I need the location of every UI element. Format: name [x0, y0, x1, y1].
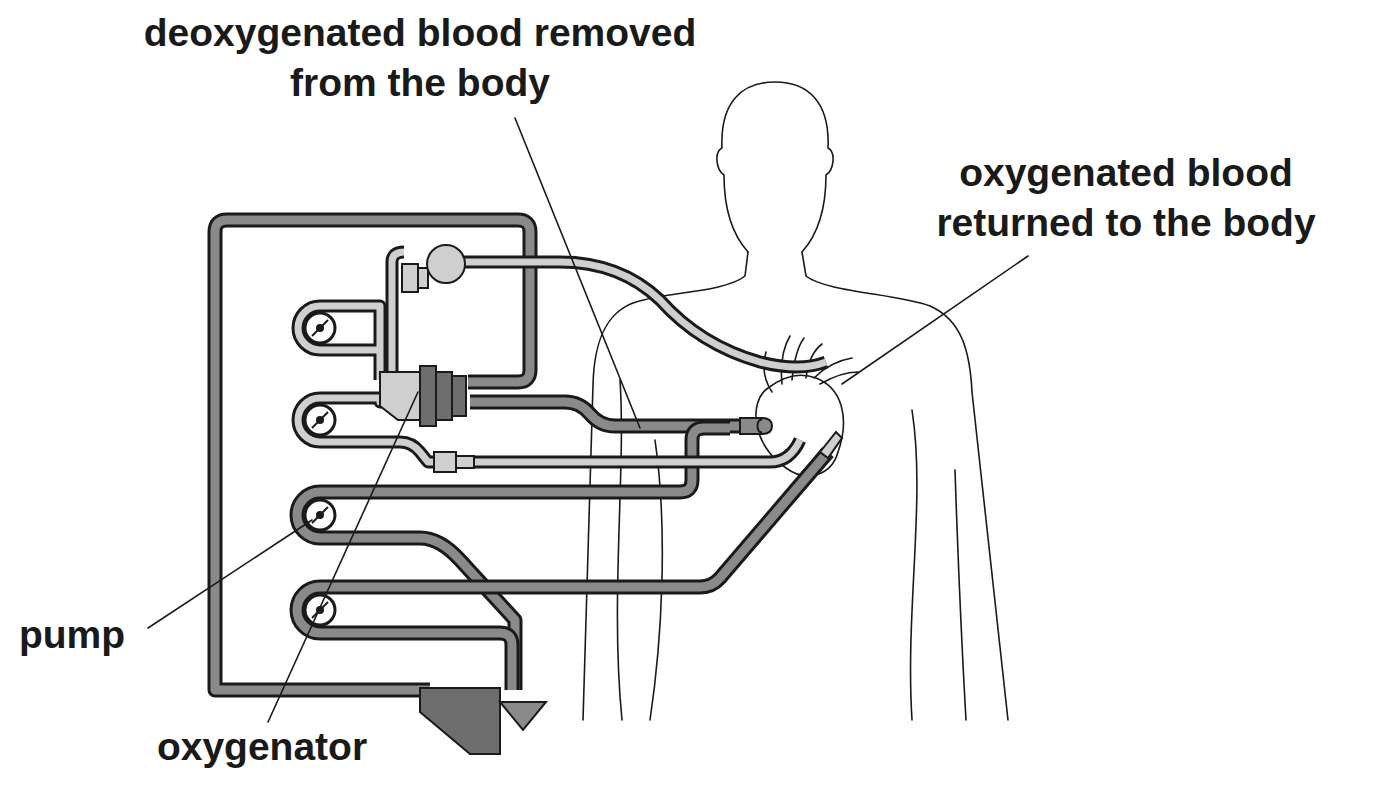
part-label: oxygenator — [122, 722, 402, 772]
cannulae — [740, 418, 842, 458]
tubing — [215, 220, 828, 690]
heart — [756, 336, 858, 476]
oxygenator — [380, 366, 466, 426]
bubble-trap — [434, 452, 474, 472]
part-label: deoxygenated blood removed from the body — [140, 8, 700, 108]
body-outline — [583, 82, 1008, 720]
reservoir — [420, 688, 546, 754]
part-label: oxygenated blood returned to the body — [885, 148, 1367, 248]
filter-bulb — [402, 245, 465, 292]
pump-rollers — [305, 313, 335, 625]
part-label: pump — [4, 610, 140, 660]
leader-lines — [148, 118, 1028, 722]
